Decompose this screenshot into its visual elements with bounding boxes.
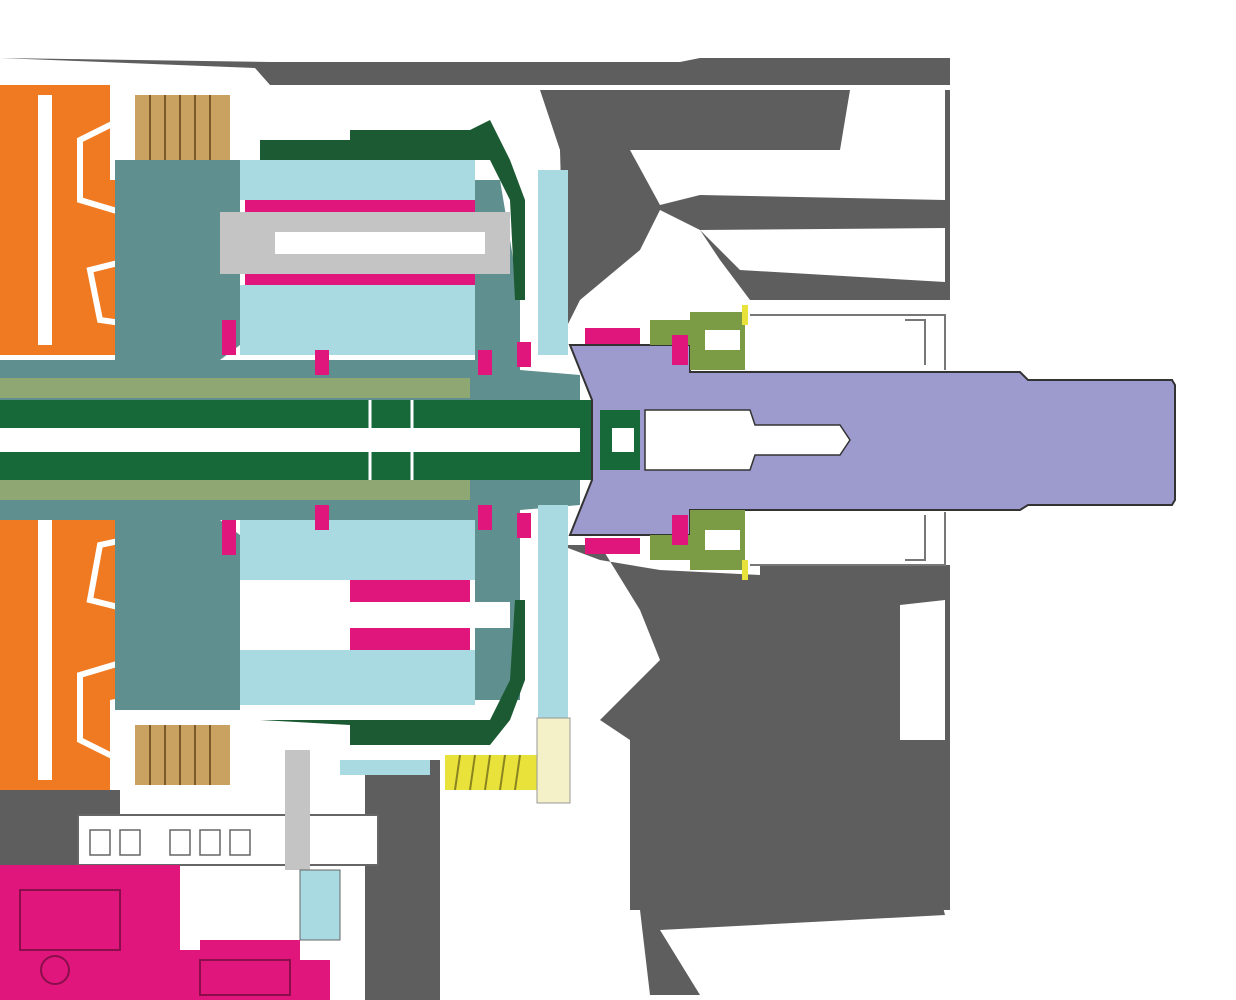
planet-gear-lower-outer	[240, 520, 475, 580]
valve-stem	[285, 750, 310, 870]
bearing-lower	[650, 510, 745, 570]
carrier-lower	[0, 480, 580, 710]
seal-small-6	[478, 505, 492, 530]
clutch-divider-lower	[38, 515, 52, 780]
planet-pin-lower	[320, 602, 510, 628]
carrier-upper	[0, 160, 580, 400]
spring-pack-lines	[149, 95, 211, 785]
accumulator-blue	[340, 760, 430, 775]
planet-gear-upper-inner	[240, 285, 475, 355]
output-shaft-bore	[644, 409, 851, 471]
shaft-coupling-bore	[612, 428, 634, 452]
bearing-seal-lower	[585, 538, 640, 554]
valve-body-cells	[89, 829, 251, 856]
outer-tube-upper	[0, 378, 470, 398]
seal-stripe-4	[350, 628, 470, 650]
snap-ring-lower	[742, 560, 748, 580]
housing-cutout-top	[630, 90, 945, 205]
valve-blue-part	[299, 869, 341, 941]
seal-small-8	[517, 513, 531, 538]
yellow-spring	[445, 755, 540, 790]
seal-small-3	[315, 350, 329, 375]
planet-gear-upper-outer	[240, 160, 475, 200]
bearing-cut-upper	[705, 330, 740, 350]
ring-gear-upper	[260, 120, 525, 300]
bearing-seal-upper	[585, 328, 640, 344]
seal-small-1	[222, 320, 236, 355]
clutch-divider-upper	[38, 95, 52, 345]
planet-gear-lower-inner	[240, 650, 475, 705]
bearing-race-lower	[672, 515, 688, 545]
seal-stripe-3	[350, 580, 470, 602]
bearing-race-upper	[672, 335, 688, 365]
pump-outline	[19, 889, 291, 996]
yellow-spring-coils	[454, 754, 521, 791]
bearing-cut-lower	[705, 530, 740, 550]
output-shaft	[568, 344, 1176, 536]
carrier-post-upper	[538, 170, 568, 355]
outer-tube-lower	[0, 480, 470, 500]
seal-small-2	[222, 520, 236, 555]
snap-ring-upper	[742, 305, 748, 325]
housing-bottom-lip	[640, 895, 945, 995]
main-shaft-bore	[0, 428, 580, 452]
seal-stripe-2	[245, 274, 475, 285]
housing-cutout-mid	[700, 228, 945, 282]
seal-small-7	[517, 342, 531, 367]
housing-lower-right	[560, 545, 950, 910]
seal-stripe-1	[245, 200, 475, 212]
cream-block	[536, 717, 571, 804]
planet-pin-upper-bore	[275, 232, 485, 254]
valve-body	[77, 814, 379, 866]
seal-small-5	[478, 350, 492, 375]
output-housing-outline	[750, 314, 946, 566]
seal-small-4	[315, 505, 329, 530]
pump-body	[0, 865, 330, 1000]
ring-gear-lower	[260, 600, 525, 745]
bearing-upper	[650, 312, 745, 370]
housing-cutout-lower	[900, 600, 945, 740]
housing-top	[0, 58, 950, 85]
main-shaft-splits	[368, 400, 414, 480]
housing-lower-web	[365, 760, 440, 1000]
carrier-post-lower	[538, 505, 568, 720]
